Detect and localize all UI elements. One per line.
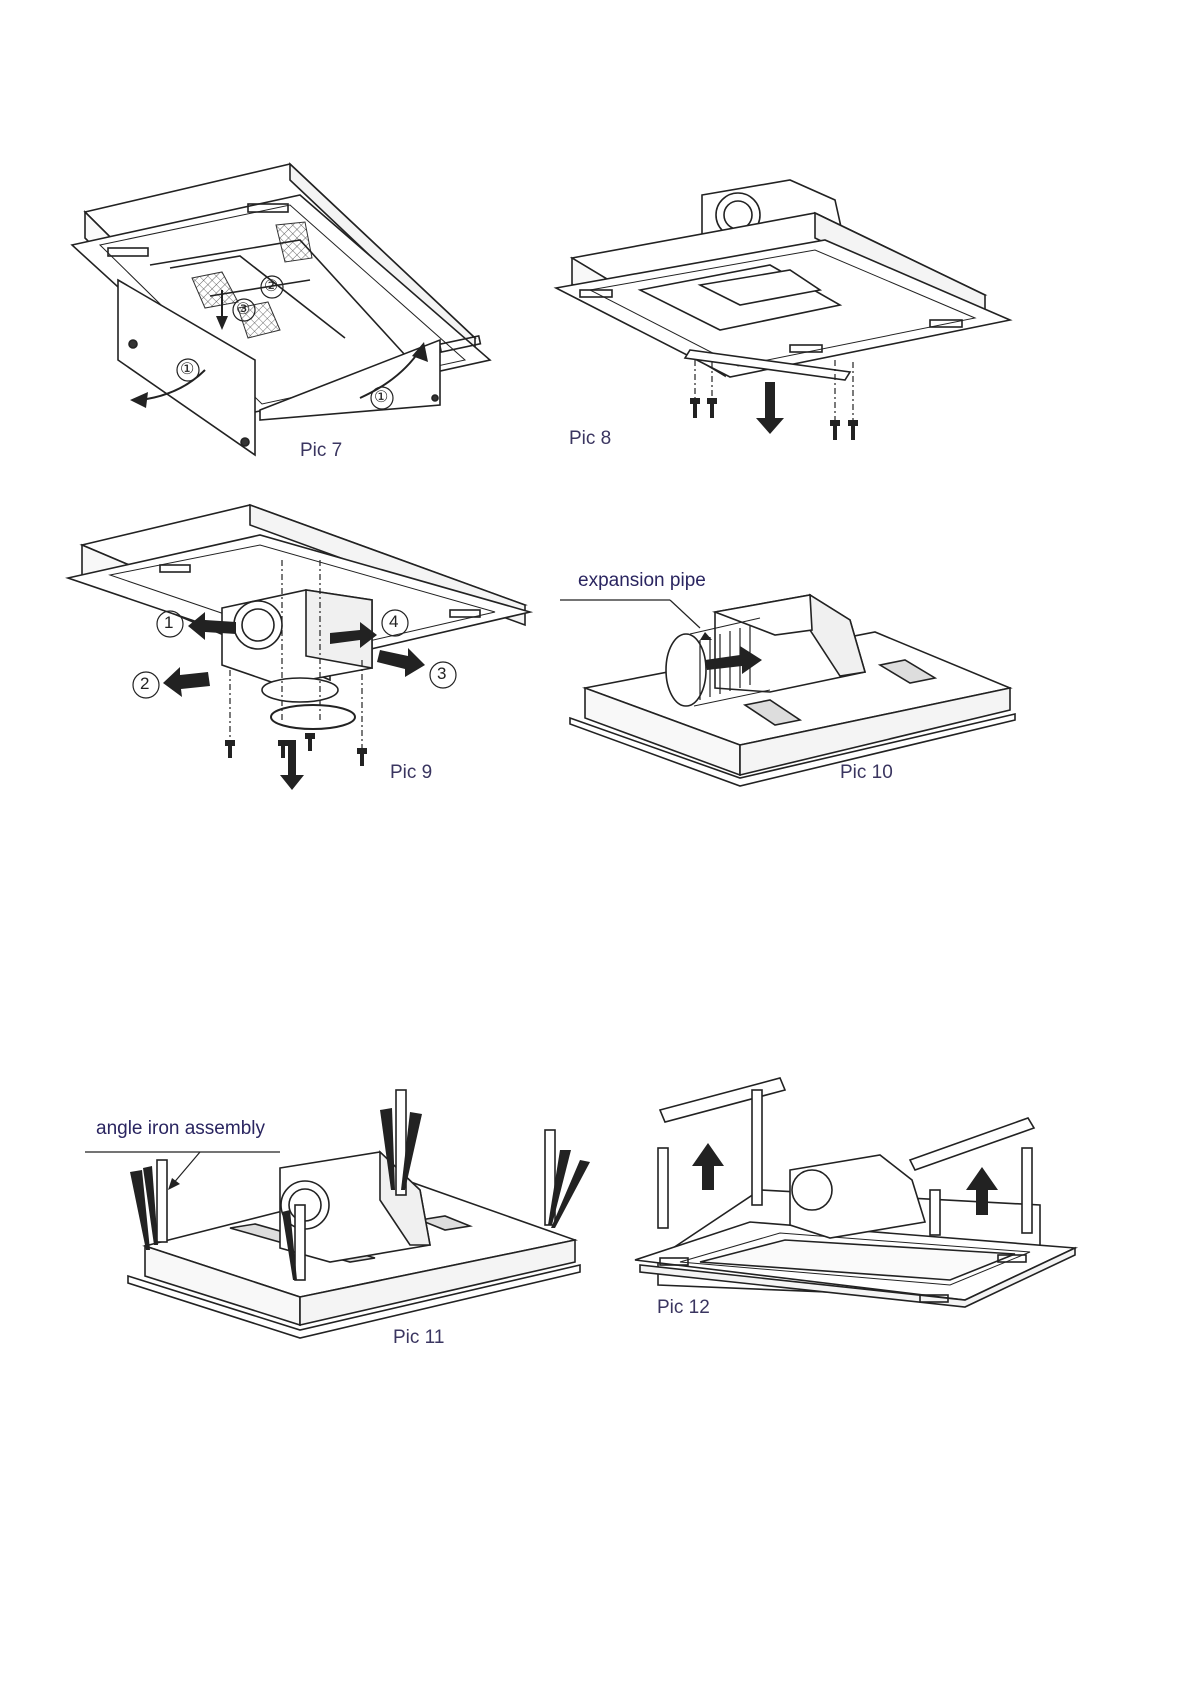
pic11-caption: Pic 11 — [393, 1327, 444, 1349]
pic9-caption: Pic 9 — [390, 762, 432, 784]
pic12-up-arrows — [692, 1143, 998, 1215]
pic10-caption: Pic 10 — [840, 762, 893, 784]
pic7-caption: Pic 7 — [300, 440, 342, 462]
pic12-caption: Pic 12 — [657, 1297, 710, 1319]
pic8-screws — [690, 398, 858, 440]
pic9-step-label-1: 1 — [164, 613, 173, 633]
pic7-step-label-1b: ① — [374, 387, 388, 407]
pic11-annotation-angle-iron-assembly: angle iron assembly — [96, 1118, 265, 1140]
pic9-step-label-4: 4 — [389, 612, 398, 632]
removed-brackets — [660, 1078, 1034, 1170]
pic7-step-label-3: ③ — [236, 299, 250, 319]
pic9-step-markers — [133, 610, 456, 698]
pic7-step-label-1a: ① — [180, 359, 194, 379]
pic9-step-label-2: 2 — [140, 674, 149, 694]
pic7-step-markers — [177, 276, 393, 409]
pic9-step-label-3: 3 — [437, 664, 446, 684]
pic10-annotation-expansion-pipe: expansion pipe — [578, 570, 706, 592]
pic7-step-label-2: ② — [264, 276, 278, 296]
pipe-ribs — [690, 618, 770, 706]
pic9-screws — [225, 733, 367, 766]
pic8-caption: Pic 8 — [569, 428, 611, 450]
